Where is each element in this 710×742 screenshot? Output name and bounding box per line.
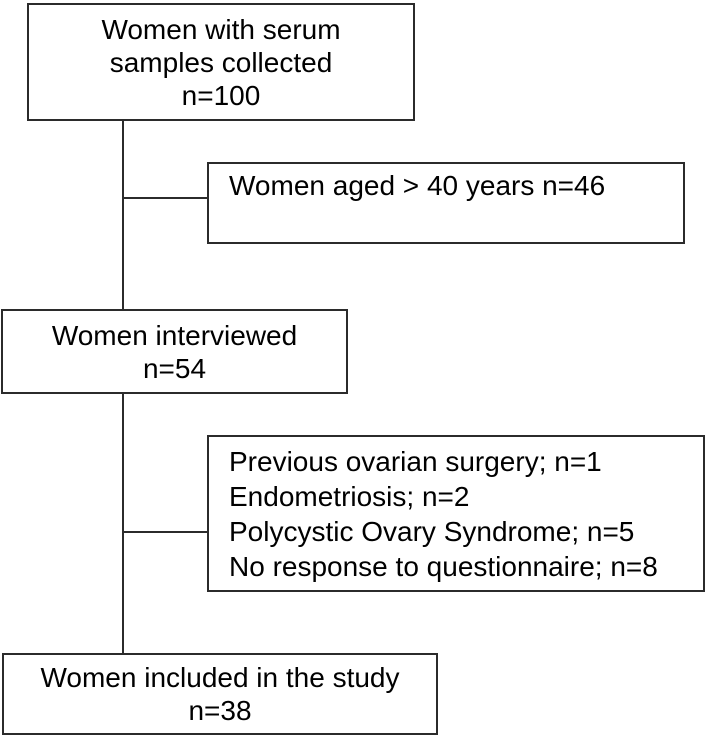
box-women-interviewed-count: n=54	[142, 352, 207, 384]
exclusion-ovarian-surgery: Previous ovarian surgery; n=1	[229, 445, 602, 477]
box-women-included: Women included in the study n=38	[2, 653, 438, 735]
box-women-included-line: Women included in the study	[40, 662, 400, 693]
exclusion-pcos: Polycystic Ovary Syndrome; n=5	[229, 515, 635, 547]
box-women-interviewed-line: Women interviewed	[51, 319, 298, 351]
exclusion-endometriosis: Endometriosis; n=2	[229, 480, 470, 512]
connector-vertical-interviewed-to-included	[122, 394, 124, 653]
box-women-included-count: n=38	[188, 695, 252, 726]
box-women-interviewed: Women interviewed n=54	[1, 309, 348, 394]
box-exclusion-reasons: Previous ovarian surgery; n=1 Endometrio…	[207, 435, 705, 592]
box-serum-samples-line: Women with serum	[101, 13, 341, 45]
box-excluded-aged-over-40: Women aged > 40 years n=46	[207, 162, 685, 244]
connector-branch-to-aged-exclusion	[123, 197, 207, 199]
box-serum-samples-line: samples collected	[109, 46, 333, 78]
connector-branch-to-exclusions	[123, 531, 207, 533]
connector-vertical-serum-to-interviewed	[122, 121, 124, 309]
box-serum-samples-count: n=100	[181, 79, 261, 111]
exclusion-no-response: No response to questionnaire; n=8	[229, 550, 658, 582]
box-excluded-aged-line: Women aged > 40 years n=46	[229, 170, 606, 201]
box-serum-samples: Women with serum samples collected n=100	[27, 3, 415, 121]
